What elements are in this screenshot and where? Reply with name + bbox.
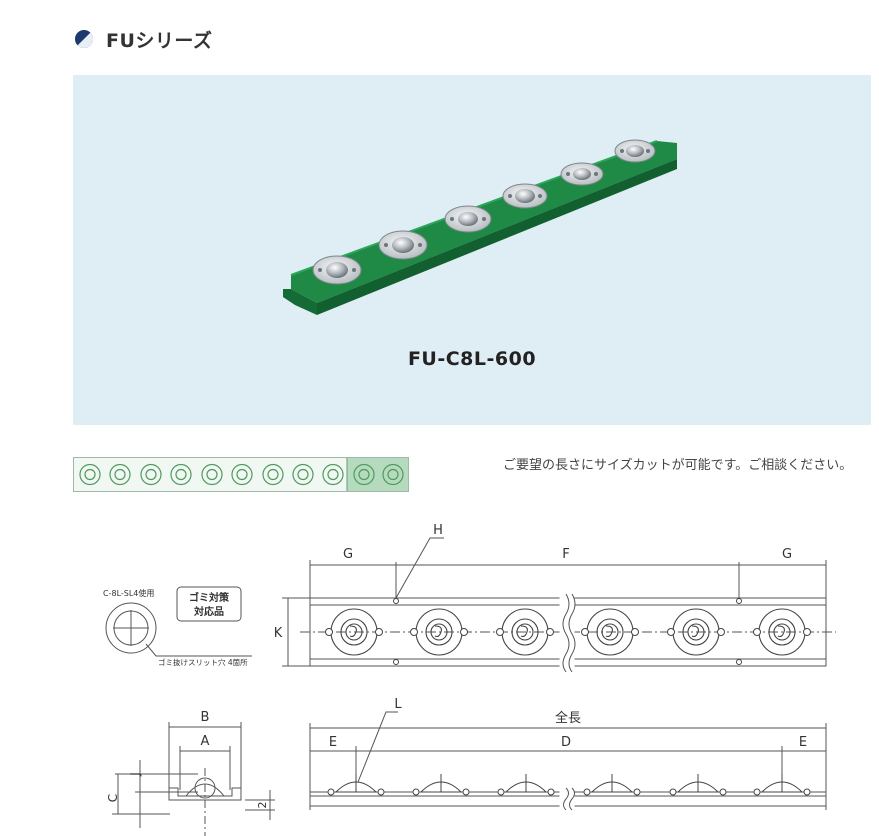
series-title: FUシリーズ [106,29,213,52]
series-header: FUシリーズ [74,26,212,52]
series-bullet-icon [75,30,94,49]
dim-f: F [562,547,569,562]
model-label: FU-C8L-600 [407,348,537,370]
product-image [283,139,677,315]
product-hero: FU-C8L-600 [73,75,871,425]
custom-cut-note: ご要望の長さにサイズカットが可能です。ご相談ください。 [503,458,853,473]
dim-g-right: G [782,547,792,562]
dim-k: K [274,626,283,641]
dust-badge-line1: ゴミ対策 [189,591,230,604]
dim-c: C [106,794,120,802]
dim-d: D [561,735,571,750]
dim-j: J [128,772,142,777]
unit-model-note: C-8L-SL4使用 [103,588,154,598]
dim-e-left: E [329,735,337,750]
dim-e-right: E [799,735,807,750]
dust-badge-line2: 対応品 [193,605,224,618]
dim-a: A [201,734,210,749]
slit-note: ゴミ抜けスリット穴 4箇所 [158,657,248,667]
dim-l: L [394,697,402,712]
dim-g-left: G [343,547,353,562]
length-variation-strip [73,457,409,492]
dim-h: H [433,523,443,538]
dim-2: 2 [256,802,269,809]
dim-b: B [201,710,210,725]
dim-total-length: 全長 [555,710,581,726]
dimension-drawing: G F G H K C-8L-SL4使用 ゴミ対策 対応品 ゴミ抜けスリット穴 … [103,523,836,836]
